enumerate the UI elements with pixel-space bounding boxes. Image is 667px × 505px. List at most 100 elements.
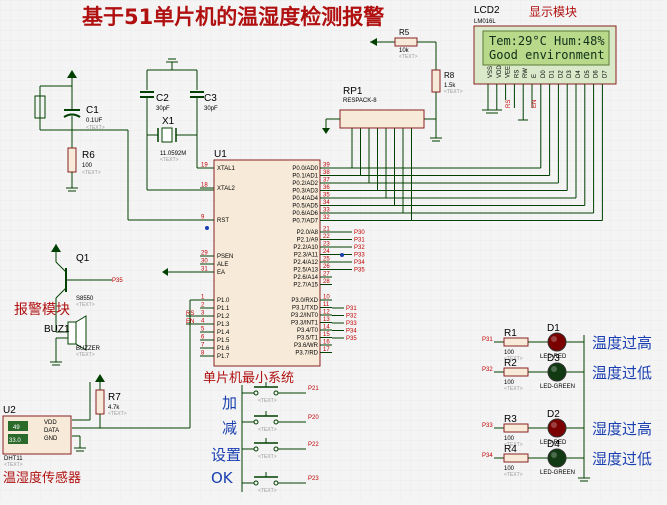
mcu-right-pin: P0.4/AD4 (292, 196, 318, 202)
mcu-right-num: 17 (323, 347, 330, 353)
mcu-right-pin: P0.1/AD1 (292, 174, 318, 180)
u2-reading: 49 (13, 425, 20, 431)
led-net: P33 (482, 423, 493, 429)
led-color: LED-GREEN (540, 384, 575, 390)
x1-value: 11.0592M (160, 151, 186, 157)
mcu-right-pin: P2.2/A10 (293, 245, 318, 251)
mcu-p2-net: P32 (354, 245, 365, 251)
resistor-r5[interactable]: R5 10k <TEXT> (370, 28, 436, 60)
led-status-label: 温度过高 (592, 334, 652, 352)
led-res-value: 100 (504, 466, 515, 472)
u2-reading2: 33.0 (9, 438, 21, 444)
mcu-right-pin: P2.4/A12 (293, 260, 318, 266)
mcu-right-num: 25 (323, 257, 330, 263)
push-button-p23[interactable]: P23<TEXT> (241, 472, 319, 494)
mcu-right-pin: P2.6/A14 (293, 275, 318, 281)
button-text: <TEXT> (258, 454, 277, 460)
lcd-screen (482, 30, 610, 66)
mcu-left-num: 6 (201, 335, 205, 341)
mcu-right-pin: P2.3/A11 (294, 253, 319, 259)
mcu-right-pin: P3.2/INT0 (291, 313, 319, 319)
led-net: P31 (482, 337, 493, 343)
mcu-u1[interactable]: U1 单片机最小系统 XTAL119XTAL218RST9PSEN29ALE30… (186, 149, 365, 386)
x1-ref: X1 (162, 116, 175, 127)
led-res-text: <TEXT> (504, 472, 523, 478)
lcd-module[interactable]: LCD2 LM016L 显示模块 Tem:29°C Hum:48% Good e… (330, 5, 617, 221)
lcd-pin-label: D7 (602, 70, 608, 78)
alarm-circuit[interactable]: Q1 S8550 <TEXT> P35 报警模块 BUZ1 BUZZER <TE… (14, 244, 123, 366)
label-add: 加 (222, 394, 237, 412)
label-set: 设置 (211, 446, 241, 464)
lcd-line2: Good environment (489, 48, 605, 62)
mcu-p3-net: P35 (346, 336, 357, 342)
mcu-left-num: 9 (201, 215, 205, 221)
mcu-left-pin: P1.5 (217, 338, 230, 344)
mcu-right-num: 11 (323, 302, 330, 308)
lcd-pin-label: VSS (488, 66, 494, 78)
led-status-label: 温度过低 (592, 364, 652, 382)
mcu-p3-net: P31 (346, 306, 357, 312)
lcd-line1: Tem:29°C Hum:48% (489, 34, 605, 48)
lcd-pin-label: D6 (594, 70, 600, 78)
mcu-p2-net: P30 (354, 230, 365, 236)
lcd-pin-label: VDD (497, 65, 503, 78)
sensor-circuit[interactable]: R7 4.7k <TEXT> U2 49 33.0 VDD DATA GND D… (2, 299, 214, 486)
mcu-right-num: 39 (323, 163, 330, 169)
mcu-left-pin: ALE (217, 262, 228, 268)
mcu-right-pin: P3.4/T0 (297, 328, 319, 334)
resistor-r8[interactable]: R8 1.5k <TEXT> (430, 42, 463, 142)
led-res-value: 100 (504, 380, 515, 386)
r6-ref: R6 (82, 150, 95, 161)
mcu-right-pin: P0.0/AD0 (292, 166, 318, 172)
mcu-right-pin: P0.3/AD3 (292, 189, 318, 195)
button-net: P20 (308, 415, 319, 421)
c1-ref: C1 (86, 105, 99, 116)
mcu-right-pin: P3.1/TXD (292, 306, 319, 312)
mcu-left-num: 29 (201, 251, 208, 257)
button-text: <TEXT> (258, 398, 277, 404)
reset-circuit[interactable]: C1 0.1UF <TEXT> R6 100 <TEXT> (34, 70, 214, 221)
u2-text: <TEXT> (4, 462, 23, 468)
mcu-right-pin: P3.6/WR (294, 343, 319, 349)
button-text: <TEXT> (258, 427, 277, 433)
mcu-right-num: 36 (323, 185, 330, 191)
mcu-right-num: 28 (323, 279, 330, 285)
led-status-label: 湿度过高 (592, 420, 652, 438)
mcu-p2-net: P31 (354, 238, 365, 244)
mcu-right-num: 10 (323, 295, 330, 301)
mcu-left-num: 2 (201, 303, 205, 309)
crystal-circuit[interactable]: C2 30pF C3 30pF X1 11.0592M <TEXT> (140, 58, 218, 191)
led-net: P32 (482, 367, 493, 373)
mcu-left-pin: PSEN (217, 254, 233, 260)
mcu-left-pin: P1.0 (217, 298, 230, 304)
mcu-right-pin: P3.3/INT1 (291, 321, 319, 327)
r7-ref: R7 (108, 392, 121, 403)
mcu-right-pin: P2.0/A8 (297, 230, 319, 236)
q1-value: S8550 (76, 296, 94, 302)
lcd-pin-label: D5 (585, 70, 591, 78)
mcu-left-num: 31 (201, 267, 208, 273)
x1-text: <TEXT> (160, 157, 179, 163)
lcd-pin-label: D4 (576, 70, 582, 78)
c3-value: 30pF (204, 106, 218, 112)
led-ref: D1 (547, 323, 560, 334)
push-button-p20[interactable]: P20 <TEXT> (241, 411, 319, 433)
mcu-right-num: 27 (323, 272, 330, 278)
mcu-right-num: 12 (323, 310, 330, 316)
button-net: P21 (308, 386, 319, 392)
push-button-p22[interactable]: P22<TEXT> (241, 438, 319, 460)
respack-rp1[interactable]: RP1 RESPACK-8 (322, 86, 425, 134)
mcu-left-pin: P1.2 (217, 314, 230, 320)
led-res-text: <TEXT> (504, 386, 523, 392)
mcu-p2-net: P33 (354, 253, 365, 259)
lcd-pin-label: D2 (558, 70, 564, 78)
mcu-right-num: 33 (323, 208, 330, 214)
lcd-pin-label: E (532, 74, 538, 78)
mcu-right-num: 34 (323, 200, 330, 206)
mcu-right-num: 37 (323, 178, 330, 184)
